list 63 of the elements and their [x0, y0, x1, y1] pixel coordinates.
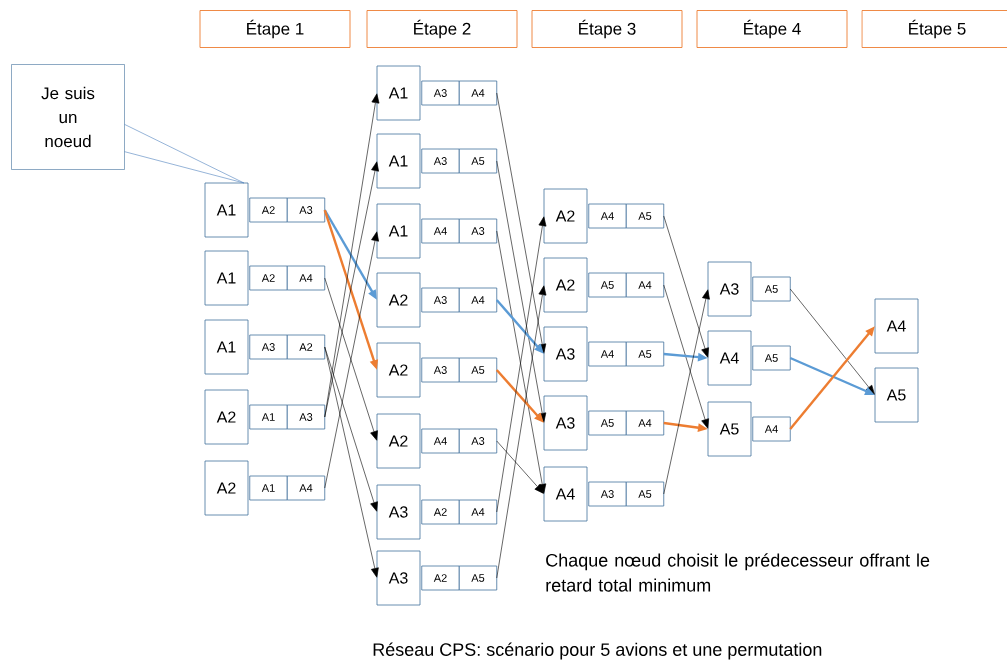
- window-box: A2: [249, 265, 288, 291]
- window-box: A3: [286, 404, 326, 430]
- window-box: A5: [458, 565, 498, 591]
- arrow: [496, 92, 547, 354]
- state-box: A5: [874, 367, 919, 423]
- window-box: A3: [286, 197, 326, 223]
- arrow: [663, 215, 709, 358]
- arrow: [789, 288, 875, 395]
- state-box: A4: [874, 298, 919, 354]
- arrow: [663, 284, 709, 429]
- window-box: A2: [421, 565, 460, 591]
- stage-header: Étape 4: [696, 10, 848, 48]
- window-box: A5: [458, 148, 498, 174]
- stage-header: Étape 3: [531, 10, 683, 48]
- caption: Réseau CPS: scénario pour 5 avions et une permutation: [373, 642, 822, 660]
- window-box: A4: [588, 341, 627, 367]
- arrow: [496, 440, 544, 494]
- window-box: A3: [421, 80, 460, 106]
- window-box: A4: [458, 499, 498, 525]
- window-box: A2: [249, 197, 288, 223]
- window-box: A1: [249, 404, 288, 430]
- arrow: [324, 346, 379, 578]
- window-box: A2: [421, 499, 460, 525]
- note-text: Chaque nœud choisit le prédecesseur offrant le retard total minimum: [546, 553, 930, 592]
- window-box: A5: [752, 345, 791, 371]
- arrow: [496, 160, 547, 423]
- stage-header: Étape 5: [861, 10, 1007, 48]
- callout-pointer: [124, 124, 245, 184]
- window-box: A4: [625, 272, 665, 298]
- window-box: A3: [421, 357, 460, 383]
- window-box: A2: [286, 334, 326, 360]
- window-box: A4: [286, 475, 326, 501]
- window-box: A4: [286, 265, 326, 291]
- window-box: A3: [458, 218, 498, 244]
- stage-header: Étape 2: [366, 10, 518, 48]
- window-box: A5: [752, 276, 791, 302]
- arrow: [324, 277, 378, 441]
- window-box: A5: [458, 357, 498, 383]
- arrow: [496, 285, 547, 579]
- window-box: A4: [421, 428, 460, 454]
- window-box: A5: [588, 410, 627, 436]
- stage-header: Étape 1: [199, 10, 351, 48]
- arrow: [324, 93, 380, 418]
- window-box: A5: [625, 341, 665, 367]
- window-box: A5: [625, 481, 665, 507]
- window-box: A4: [458, 287, 498, 313]
- window-box: A1: [249, 475, 288, 501]
- window-box: A4: [752, 416, 791, 442]
- arrow: [324, 161, 379, 418]
- window-box: A4: [458, 80, 498, 106]
- window-box: A4: [588, 203, 627, 229]
- window-box: A3: [588, 481, 627, 507]
- window-box: A5: [588, 272, 627, 298]
- arrow: [324, 231, 379, 489]
- arrow: [663, 289, 710, 495]
- callout-box: Je suis un noeud: [11, 64, 125, 170]
- window-box: A3: [458, 428, 498, 454]
- window-box: A3: [421, 287, 460, 313]
- window-box: A3: [249, 334, 288, 360]
- window-box: A3: [421, 148, 460, 174]
- window-box: A4: [421, 218, 460, 244]
- window-box: A4: [625, 410, 665, 436]
- window-box: A5: [625, 203, 665, 229]
